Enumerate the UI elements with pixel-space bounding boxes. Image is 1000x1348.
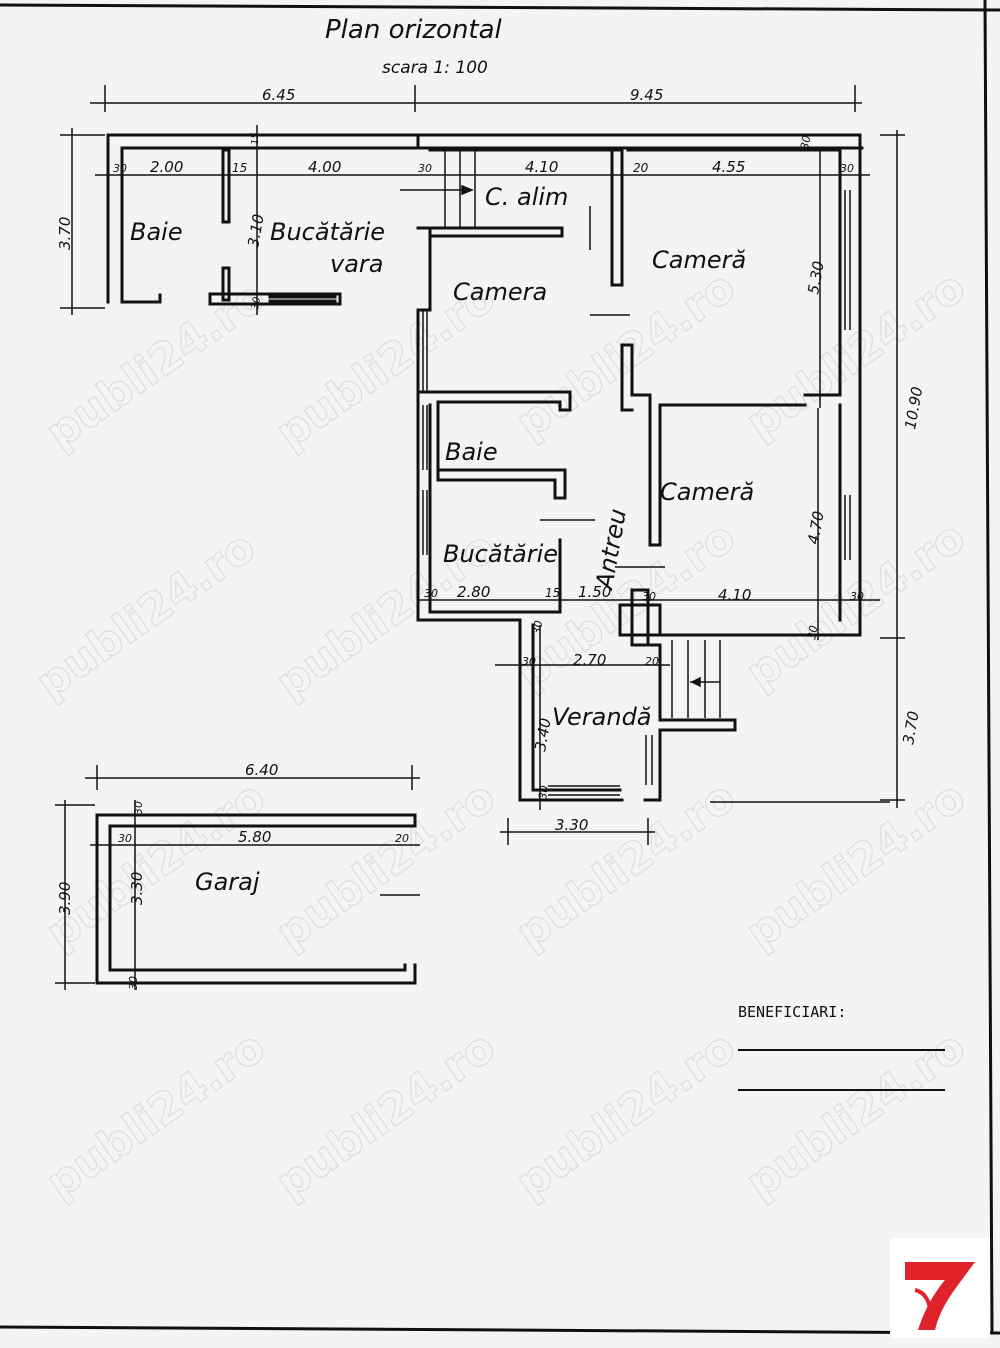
dim-label: 3.10: [244, 213, 268, 249]
room-camara: C. alim: [485, 183, 568, 211]
dim-label: 3.70: [56, 217, 74, 250]
dim-label: 6.40: [245, 761, 278, 779]
svg-text:publi24.ro: publi24.ro: [737, 771, 975, 959]
dim-label: 4.00: [308, 158, 341, 176]
room-garaj: Garaj: [195, 868, 260, 896]
dim-label: 30: [424, 587, 438, 600]
room-bucatarie: Bucătărie: [443, 540, 558, 568]
dim-label: 3.30: [128, 872, 146, 905]
dim-label: 20: [645, 655, 659, 668]
svg-text:publi24.ro: publi24.ro: [737, 261, 975, 449]
dim-label: 2.70: [573, 651, 606, 669]
beneficiari-label: BENEFICIARI:: [738, 1003, 846, 1021]
dim-label: 3.90: [56, 882, 74, 915]
svg-text:publi24.ro: publi24.ro: [267, 771, 505, 959]
svg-text:publi24.ro: publi24.ro: [37, 771, 275, 959]
top-border: [0, 3, 1000, 12]
dim-label: 15: [232, 161, 247, 175]
dim-label: 5.80: [238, 828, 271, 846]
dimension-labels: 6.45 9.45 3.70 30 2.00 15 4.00 30 4.10 2…: [56, 86, 926, 990]
garage-walls: [95, 813, 417, 985]
room-bucatarie-vara-line2: vara: [330, 250, 383, 278]
dim-label: 3.40: [531, 717, 555, 753]
dim-label: 4.10: [525, 158, 558, 176]
room-camera-1: Camera: [453, 278, 547, 306]
windows-and-stairs: [380, 150, 851, 896]
dim-label: 6.45: [262, 86, 295, 104]
dim-label: 30: [522, 655, 536, 668]
plan-scale: scara 1: 100: [382, 58, 488, 78]
plan-title: Plan orizontal: [325, 15, 503, 45]
svg-text:publi24.ro: publi24.ro: [737, 511, 975, 699]
summer-kitchen-walls: [106, 133, 420, 306]
dim-label: 30: [118, 832, 132, 845]
dim-label: 4.55: [712, 158, 745, 176]
house-walls: [416, 133, 864, 802]
dim-label: 15: [545, 586, 560, 600]
dim-label: 2.80: [457, 583, 490, 601]
bottom-border: [0, 1325, 1000, 1335]
dim-label: 20: [395, 832, 409, 845]
svg-text:publi24.ro: publi24.ro: [267, 1021, 505, 1209]
dim-label: 4.70: [804, 510, 828, 546]
right-border: [983, 0, 994, 1332]
room-veranda: Verandă: [552, 703, 652, 731]
dim-label: 9.45: [630, 86, 663, 104]
dim-label: 3.70: [899, 710, 923, 746]
room-baie: Baie: [445, 438, 498, 466]
room-labels: Baie Bucătărie vara C. alim Camera Camer…: [130, 183, 754, 896]
dim-label: 30: [536, 784, 551, 800]
dim-label: 3.30: [555, 816, 588, 834]
dim-label: 10.90: [901, 385, 926, 430]
room-camera-3: Cameră: [660, 478, 754, 506]
dim-label: 1.50: [578, 583, 611, 601]
svg-text:publi24.ro: publi24.ro: [507, 1021, 745, 1209]
dim-label: 30: [127, 976, 140, 990]
dim-label: 5.30: [804, 260, 828, 296]
dim-label: 30: [850, 590, 864, 603]
dim-label: 30: [530, 619, 545, 635]
dim-label: 30: [805, 624, 820, 640]
dim-label: 30: [840, 162, 854, 175]
dim-label: 30: [113, 162, 127, 175]
dim-label: 30: [132, 801, 145, 815]
dim-label: 30: [798, 134, 813, 150]
room-baie-vara: Baie: [130, 218, 183, 246]
dim-label: 15: [250, 132, 261, 145]
dim-label: 30: [642, 590, 656, 603]
room-camera-2: Cameră: [652, 246, 746, 274]
room-bucatarie-vara: Bucătărie: [270, 218, 385, 246]
dim-label: 30: [250, 296, 263, 310]
dim-label: 30: [418, 162, 432, 175]
svg-text:publi24.ro: publi24.ro: [37, 1021, 275, 1209]
dim-label: 2.00: [150, 158, 183, 176]
publi24-logo: [890, 1238, 990, 1338]
dim-label: 20: [633, 161, 649, 175]
dim-label: 4.10: [718, 586, 751, 604]
svg-text:publi24.ro: publi24.ro: [27, 521, 265, 709]
